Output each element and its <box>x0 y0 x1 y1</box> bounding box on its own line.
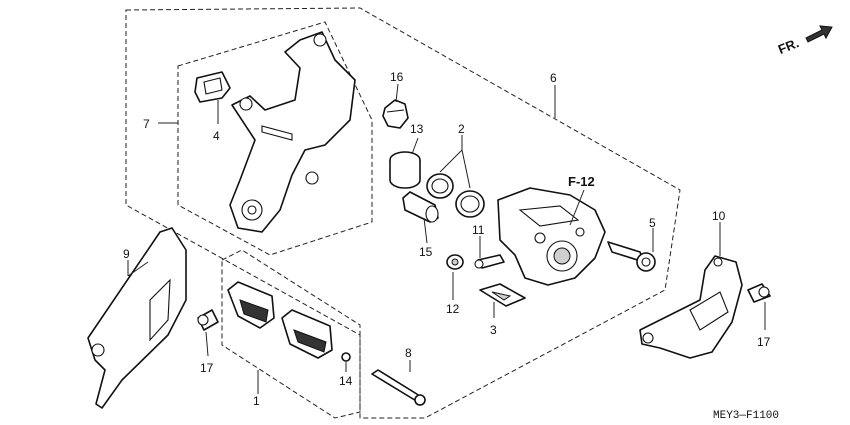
leader-lines <box>127 83 766 394</box>
slide-pin <box>607 241 656 272</box>
pad-pin-clip <box>341 352 351 362</box>
bolt-left <box>197 309 219 331</box>
callout-3: 3 <box>490 323 497 337</box>
callout-17-right: 17 <box>757 335 771 349</box>
callout-7: 7 <box>143 117 150 131</box>
bleed-valve <box>474 254 505 269</box>
bolt-right <box>747 283 771 303</box>
callout-10: 10 <box>712 209 726 223</box>
callout-14: 14 <box>339 374 353 388</box>
callout-8: 8 <box>405 346 412 360</box>
fr-label: FR. <box>776 35 801 57</box>
pad-spring <box>479 283 526 307</box>
piston <box>389 151 421 189</box>
callout-13: 13 <box>410 122 424 136</box>
reference-label: F-12 <box>568 174 595 189</box>
bracket-group-boundary <box>177 21 373 256</box>
bleed-valve-cap <box>446 254 464 270</box>
brake-pad-set-boundary <box>221 249 361 419</box>
diagram-code: MEY3—F1100 <box>713 410 779 422</box>
caliper-bracket <box>229 31 356 233</box>
callout-2: 2 <box>458 122 465 136</box>
callout-5: 5 <box>649 216 656 230</box>
caliper-body <box>497 187 606 286</box>
callout-17-left: 17 <box>200 361 214 375</box>
callout-1: 1 <box>253 394 260 408</box>
callout-9: 9 <box>123 247 130 261</box>
callout-16: 16 <box>390 70 404 84</box>
pad-pin <box>371 369 426 406</box>
caliper-assembly-boundary <box>125 7 681 419</box>
pin-boot <box>382 99 409 129</box>
callout-15: 15 <box>419 245 433 259</box>
callout-6: 6 <box>550 71 557 85</box>
brake-pad-a <box>227 281 275 329</box>
disc-guard-plate <box>87 227 187 409</box>
piston-seals <box>426 173 485 218</box>
fr-direction-arrow: FR. <box>776 25 833 57</box>
callout-4: 4 <box>213 129 220 143</box>
brake-pad-b <box>281 309 333 359</box>
pin-bolt <box>402 191 439 223</box>
pad-retainer-clip <box>194 71 231 103</box>
callout-12: 12 <box>446 302 460 316</box>
caliper-guard <box>639 255 743 359</box>
callout-11: 11 <box>472 223 485 237</box>
